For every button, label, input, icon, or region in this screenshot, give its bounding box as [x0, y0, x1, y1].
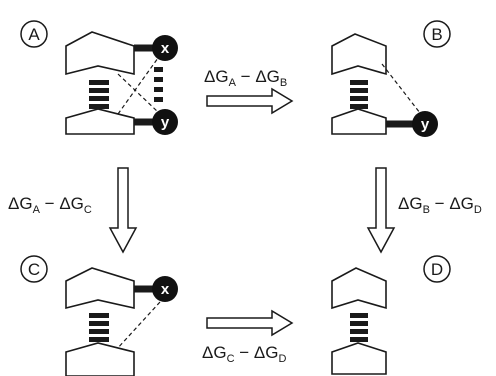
state-a-x-y-pairs	[154, 67, 163, 102]
arrow-c-to-d	[206, 309, 294, 337]
svg-text:x: x	[161, 40, 170, 57]
svg-text:D: D	[431, 260, 443, 279]
state-a-bead-x: x	[152, 35, 178, 61]
state-b-bottom-block	[331, 108, 387, 135]
arrow-a-to-c	[108, 167, 138, 254]
state-b-top-block	[331, 33, 387, 76]
state-b-base-pairs	[350, 80, 368, 109]
state-c-dashed-interaction	[115, 301, 161, 351]
svg-text:ΔGA − ΔGB: ΔGA − ΔGB	[204, 67, 287, 89]
svg-text:ΔGA − ΔGC: ΔGA − ΔGC	[8, 194, 92, 216]
svg-text:A: A	[28, 25, 40, 44]
state-a-dashed-interactions	[117, 57, 159, 115]
state-c-bottom-block	[65, 342, 135, 376]
state-b-circle-label: B	[423, 20, 451, 48]
state-d-circle-label: D	[423, 255, 451, 283]
arrow-b-to-d	[366, 167, 396, 254]
state-c: C x	[20, 255, 178, 376]
state-a-top-block	[65, 31, 135, 76]
arrow-a-to-b	[206, 87, 294, 115]
state-a-base-pairs	[89, 80, 109, 109]
label-a-to-b: ΔGA − ΔGB	[204, 67, 287, 89]
svg-text:ΔGC − ΔGD: ΔGC − ΔGD	[202, 343, 287, 365]
state-c-base-pairs	[89, 313, 109, 342]
state-a-bottom-block	[65, 108, 135, 135]
state-d-base-pairs	[350, 313, 368, 342]
state-d: D	[331, 255, 451, 375]
svg-text:y: y	[161, 114, 170, 131]
state-a-bead-y: y	[152, 109, 178, 135]
svg-text:B: B	[431, 25, 442, 44]
state-c-top-block	[65, 267, 135, 310]
state-a: A x y	[20, 20, 178, 135]
state-d-bottom-block	[331, 342, 387, 375]
state-b: B y	[331, 20, 451, 137]
label-c-to-d: ΔGC − ΔGD	[202, 343, 287, 365]
state-c-circle-label: C	[20, 255, 48, 283]
svg-text:x: x	[161, 281, 170, 298]
state-b-dashed-interaction	[381, 63, 421, 114]
state-c-bead-x: x	[152, 276, 178, 302]
svg-text:y: y	[421, 116, 430, 133]
svg-text:C: C	[28, 260, 40, 279]
svg-text:ΔGB − ΔGD: ΔGB − ΔGD	[398, 194, 482, 216]
label-b-to-d: ΔGB − ΔGD	[398, 194, 482, 216]
state-b-bead-y: y	[412, 111, 438, 137]
state-d-top-block	[331, 267, 387, 310]
label-a-to-c: ΔGA − ΔGC	[8, 194, 92, 216]
state-a-circle-label: A	[20, 20, 48, 48]
